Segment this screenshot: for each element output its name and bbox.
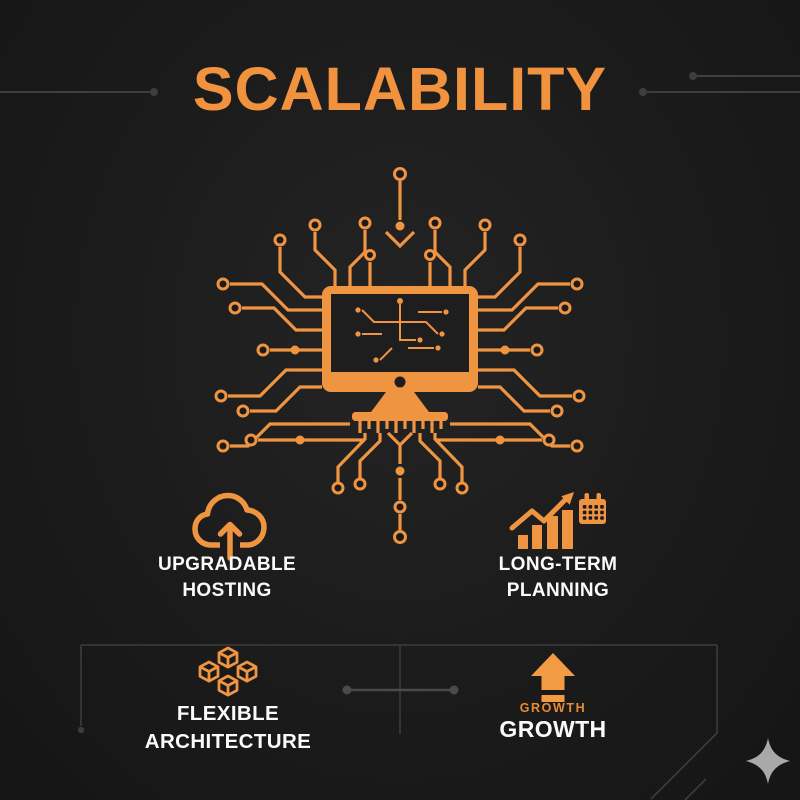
page-title: SCALABILITY: [192, 55, 608, 123]
feature-sublabel-growth: GROWTH: [519, 701, 587, 715]
up-arrow-icon: [531, 653, 575, 702]
feature-label-long-term-planning: LONG-TERM PLANNING: [498, 554, 618, 602]
chart-calendar-icon: [509, 492, 606, 549]
feature-label-upgradable-hosting: UPGRADABLE HOSTING: [157, 554, 297, 602]
circuit-monitor-icon: [214, 167, 586, 544]
feature-label-growth: GROWTH: [499, 716, 607, 742]
sparkle-icon: [746, 738, 790, 784]
cubes-icon: [198, 646, 258, 697]
feature-label-flexible-architecture: FLEXIBLE ARCHITECTURE: [144, 702, 312, 754]
cloud-upload-icon: [192, 492, 267, 561]
